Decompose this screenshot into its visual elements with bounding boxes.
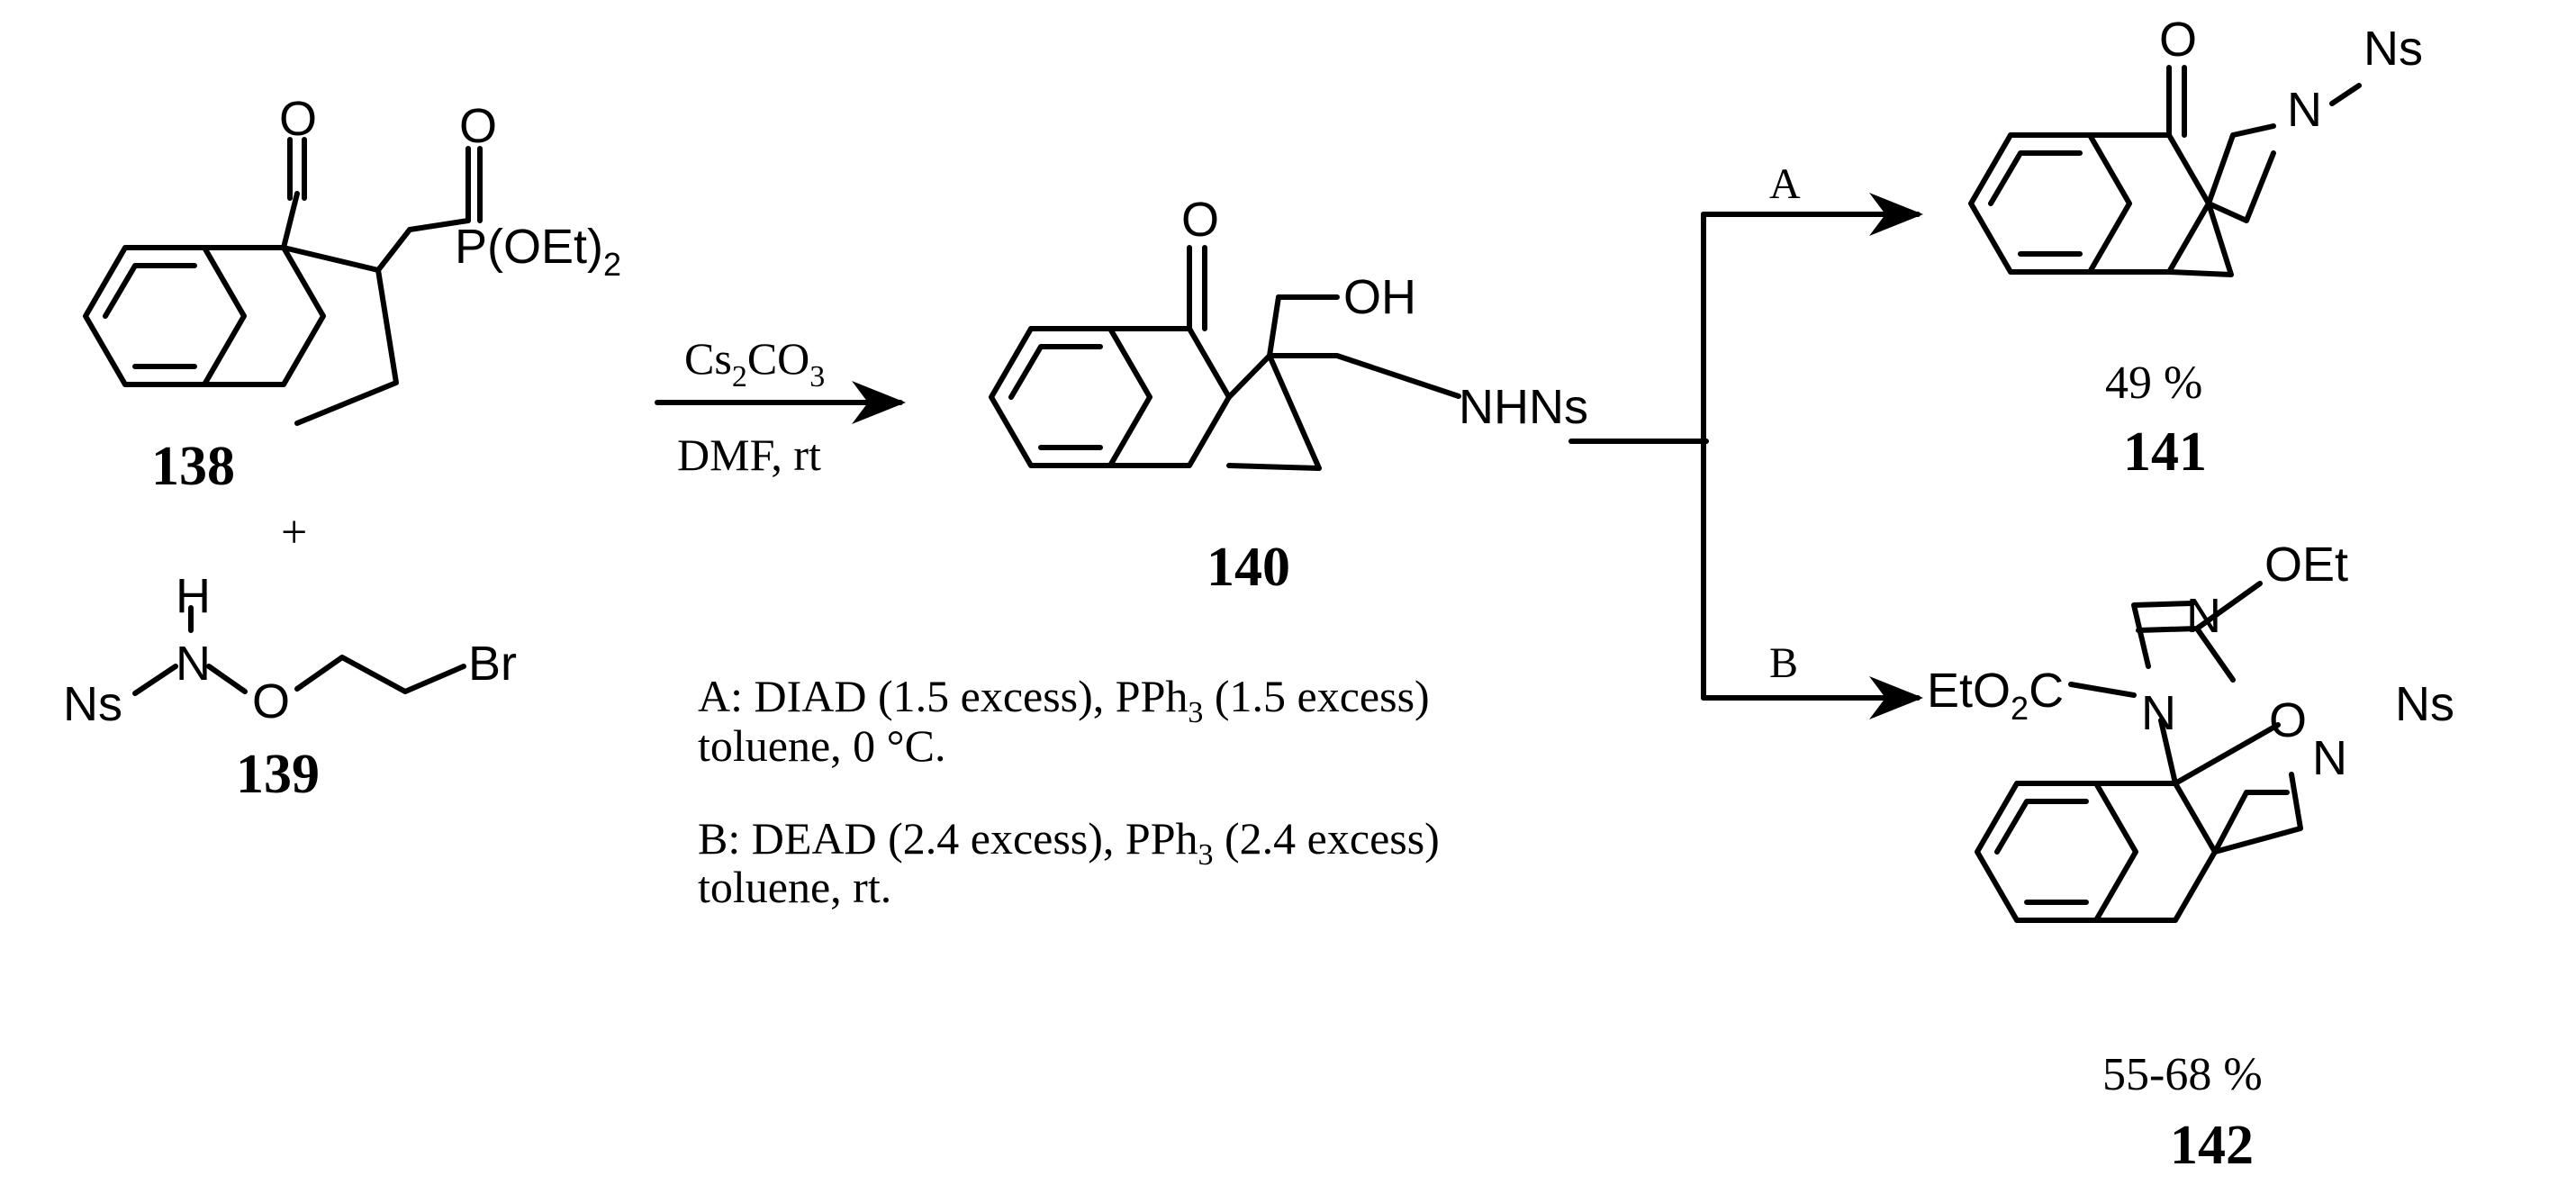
hydroxyl-group-140: OH (1343, 270, 1416, 324)
branch-label-a: A (1769, 160, 1801, 208)
phosphonate-group-138: P(OEt)2 (455, 220, 621, 283)
nitrogen-139: N (176, 637, 211, 691)
oxygen-139: O (252, 674, 290, 728)
phosphoryl-oxygen-138: O (459, 99, 497, 153)
conditions-dmf-rt: DMF, rt (677, 430, 821, 480)
yield-142: 55-68 % (2102, 1049, 2263, 1100)
azetidine-nitrogen-141: N (2287, 83, 2322, 137)
compound-label-142: 142 (2170, 1115, 2254, 1176)
compound-141: O N Ns 49 % 141 (1968, 13, 2423, 483)
plus-sign: + (281, 507, 307, 558)
compound-label-140: 140 (1207, 537, 1290, 598)
compound-140: O OH NHNs 140 (989, 193, 1588, 598)
carbonyl-oxygen-138: O (279, 92, 317, 146)
compound-139: H N O Ns Br 139 (63, 569, 517, 805)
reaction-conditions: A: DIAD (1.5 excess), PPh3 (1.5 excess) … (698, 671, 1440, 912)
oxadiazoline-n-top-142: N (2186, 589, 2221, 643)
carbonyl-oxygen-141: O (2159, 13, 2197, 67)
oxadiazoline-o-142: O (2269, 693, 2307, 747)
compound-label-138: 138 (151, 436, 235, 497)
condition-a-line2: toluene, 0 °C. (698, 720, 946, 771)
condition-b-line2: toluene, rt. (698, 862, 891, 912)
branch-label-b: B (1769, 639, 1798, 687)
compound-138: O O P(OEt)2 138 (83, 92, 621, 497)
ester-group-142: EtO2C (1927, 664, 2064, 727)
branch-arrows: A B (1568, 160, 1923, 719)
nhns-group-140: NHNs (1459, 380, 1588, 434)
nitrogen-h-139: H (176, 569, 211, 623)
nosyl-group-139: Ns (63, 677, 122, 731)
ethoxy-group-142: OEt (2264, 538, 2348, 592)
reaction-arrow-1: Cs2CO3 DMF, rt (655, 333, 906, 480)
compound-label-139: 139 (236, 744, 320, 805)
nosyl-group-142: Ns (2395, 677, 2454, 731)
carbonyl-oxygen-140: O (1181, 193, 1219, 247)
oxadiazoline-n-left-142: N (2141, 686, 2176, 740)
bromine-139: Br (468, 637, 517, 691)
nosyl-group-141: Ns (2364, 22, 2423, 76)
yield-141: 49 % (2105, 357, 2202, 409)
azetidine-nitrogen-142: N (2312, 731, 2347, 785)
compound-label-141: 141 (2123, 421, 2207, 483)
condition-a-line1: A: DIAD (1.5 excess), PPh3 (1.5 excess) (698, 671, 1430, 729)
reagent-cs2co3: Cs2CO3 (684, 333, 825, 393)
condition-b-line1: B: DEAD (2.4 excess), PPh3 (2.4 excess) (698, 813, 1440, 872)
compound-142: N N O OEt EtO2C N Ns 55-68 % 142 (1927, 538, 2454, 1176)
